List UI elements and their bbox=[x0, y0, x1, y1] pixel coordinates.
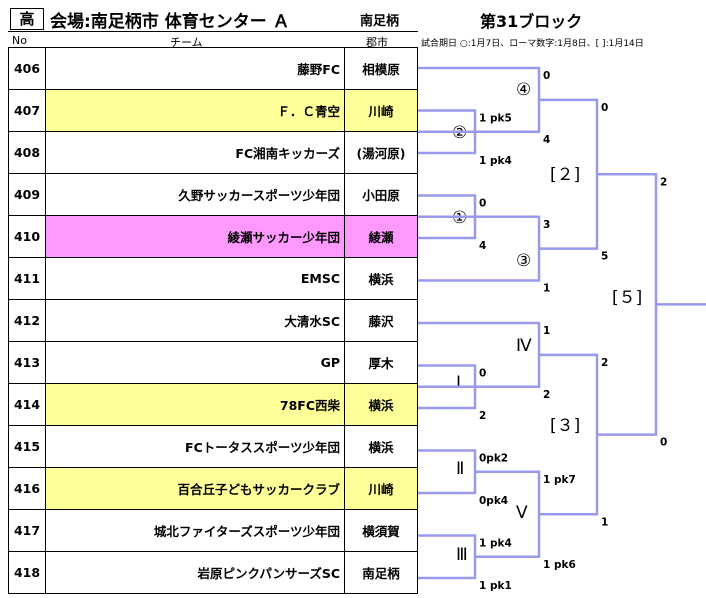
match-b2-score-bottom: 5 bbox=[601, 251, 608, 263]
team-number: 407 bbox=[8, 89, 46, 132]
team-number: 414 bbox=[8, 383, 46, 426]
team-city: 横須賀 bbox=[344, 509, 418, 552]
venue-title: 会場:南足柄市 体育センター Ａ bbox=[50, 12, 290, 32]
match-mI-score-bottom: 2 bbox=[479, 410, 486, 422]
match-mII-label: Ⅱ bbox=[456, 459, 464, 479]
match-mI-score-top: 0 bbox=[479, 368, 486, 380]
header-divider bbox=[8, 31, 418, 32]
match-m1-score-bottom: 4 bbox=[479, 240, 486, 252]
match-m1-score-top: 0 bbox=[479, 198, 486, 210]
team-city: (湯河原) bbox=[344, 131, 418, 174]
match-b3-score-top: 2 bbox=[601, 357, 608, 369]
match-b5-score-bottom: 0 bbox=[660, 437, 667, 449]
team-city: 藤沢 bbox=[344, 299, 418, 342]
match-m4-label: ④ bbox=[516, 80, 531, 100]
match-mIV-label: Ⅳ bbox=[516, 336, 532, 356]
venue-area: 南足柄 bbox=[360, 14, 400, 29]
match-mI-label: Ⅰ bbox=[456, 373, 461, 393]
match-mV-score-top: 1 pk7 bbox=[543, 474, 576, 486]
match-m3-label: ③ bbox=[516, 251, 531, 271]
match-m2-score-top: 1 pk5 bbox=[479, 113, 512, 125]
column-header-no: No bbox=[12, 34, 27, 47]
match-mII-score-top: 0pk2 bbox=[479, 453, 508, 465]
match-mIII-score-bottom: 1 pk1 bbox=[479, 580, 512, 592]
team-name: FC湘南キッカーズ bbox=[45, 131, 345, 174]
team-number: 418 bbox=[8, 551, 46, 594]
block-title: 第31ブロック bbox=[480, 12, 583, 31]
team-number: 417 bbox=[8, 509, 46, 552]
team-city: 川崎 bbox=[344, 467, 418, 510]
team-name: Ｆ．Ｃ青空 bbox=[45, 89, 345, 132]
match-b5-label: [５] bbox=[612, 288, 642, 308]
team-city: 横浜 bbox=[344, 383, 418, 426]
team-city: 横浜 bbox=[344, 425, 418, 468]
match-m4-score-top: 0 bbox=[543, 70, 550, 82]
team-name: 78FC西柴 bbox=[45, 383, 345, 426]
match-b3-label: [３] bbox=[550, 416, 580, 436]
match-mV-score-bottom: 1 pk6 bbox=[543, 559, 576, 571]
match-m2-score-bottom: 1 pk4 bbox=[479, 155, 512, 167]
team-number: 416 bbox=[8, 467, 46, 510]
match-m3-score-top: 3 bbox=[543, 219, 550, 231]
team-city: 綾瀬 bbox=[344, 215, 418, 258]
column-header-team: チーム bbox=[170, 36, 203, 49]
team-name: 久野サッカースポーツ少年団 bbox=[45, 173, 345, 216]
team-city: 小田原 bbox=[344, 173, 418, 216]
team-city: 横浜 bbox=[344, 257, 418, 300]
team-number: 410 bbox=[8, 215, 46, 258]
match-mIV-score-bottom: 2 bbox=[543, 389, 550, 401]
match-mIV-score-top: 1 bbox=[543, 325, 550, 337]
team-number: 415 bbox=[8, 425, 46, 468]
match-m3-score-bottom: 1 bbox=[543, 283, 550, 295]
match-b2-label: [２] bbox=[550, 165, 580, 185]
team-number: 406 bbox=[8, 47, 46, 90]
match-mII-line bbox=[418, 449, 477, 495]
category-badge: 高 bbox=[10, 8, 44, 30]
match-b3-score-bottom: 1 bbox=[601, 516, 608, 528]
team-name: 城北ファイターズスポーツ少年団 bbox=[45, 509, 345, 552]
match-b2-score-top: 0 bbox=[601, 102, 608, 114]
match-mV-label: Ⅴ bbox=[516, 503, 528, 523]
match-mIII-score-top: 1 pk4 bbox=[479, 538, 512, 550]
team-name: 綾瀬サッカー少年団 bbox=[45, 215, 345, 258]
team-name: 岩原ピンクパンサーズSC bbox=[45, 551, 345, 594]
column-header-city: 郡市 bbox=[366, 36, 388, 49]
team-name: 藤野FC bbox=[45, 47, 345, 90]
team-city: 相模原 bbox=[344, 47, 418, 90]
schedule-legend: 試合期日 ○:1月7日、ローマ数字:1月8日、[ ]:1月14日 bbox=[421, 39, 644, 49]
team-name: FCトータススポーツ少年団 bbox=[45, 425, 345, 468]
match-b5-score-top: 2 bbox=[660, 176, 667, 188]
match-m4-score-bottom: 4 bbox=[543, 134, 550, 146]
team-number: 411 bbox=[8, 257, 46, 300]
match-mII-score-bottom: 0pk4 bbox=[479, 495, 508, 507]
team-city: 南足柄 bbox=[344, 551, 418, 594]
match-mIII-label: Ⅲ bbox=[456, 545, 468, 565]
team-name: 百合丘子どもサッカークラブ bbox=[45, 467, 345, 510]
